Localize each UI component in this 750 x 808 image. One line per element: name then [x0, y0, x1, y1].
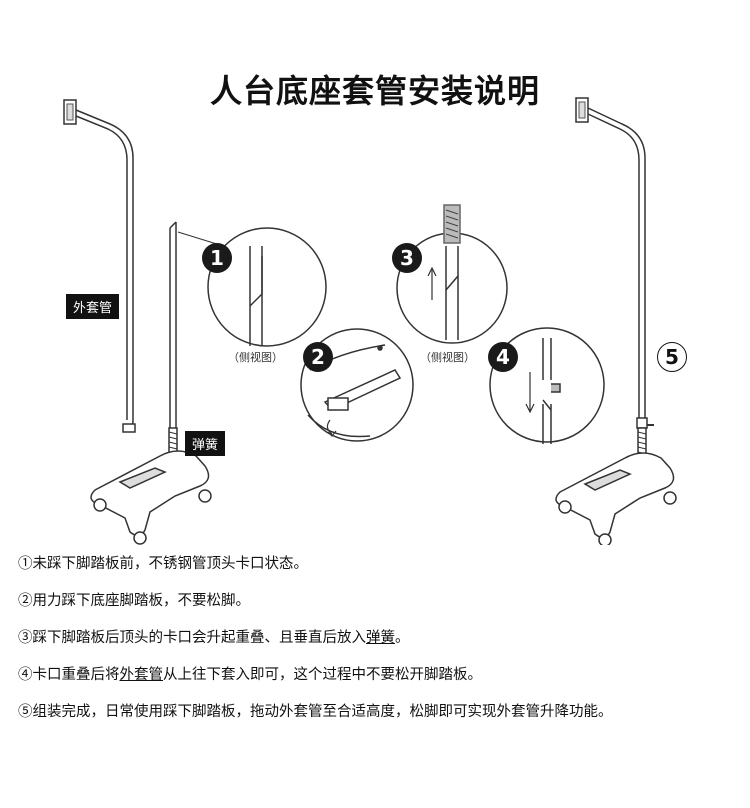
spring-label: 弹簧	[185, 431, 226, 456]
emphasis-spring: 弹簧	[366, 630, 395, 646]
outer-tube-label: 外套管	[66, 294, 120, 319]
outer-tube-left	[63, 99, 136, 433]
base-left	[90, 450, 212, 545]
instruction-step-4: ④卡口重叠后将外套管从上往下套入即可，这个过程中不要松开脚踏板。	[18, 667, 482, 683]
instruction-step-1: ①未踩下脚踏板前，不锈钢管顶头卡口状态。	[18, 556, 308, 572]
step-marker-4: 4	[488, 342, 518, 372]
step-marker-5: 5	[657, 342, 687, 372]
instruction-step-3: ③踩下脚踏板后顶头的卡口会升起重叠、且垂直后放入弹簧。	[18, 630, 410, 646]
detail-circle-3	[396, 204, 508, 344]
instruction-list: ①未踩下脚踏板前，不锈钢管顶头卡口状态。 ②用力踩下底座脚踏板，不要松脚。 ③踩…	[18, 555, 743, 740]
step-marker-2: 2	[303, 342, 333, 372]
detail-circle-4	[489, 327, 605, 444]
inner-rod-left	[168, 221, 178, 463]
emphasis-outer-tube: 外套管	[119, 667, 164, 683]
instruction-step-5: ⑤组装完成，日常使用踩下脚踏板，拖动外套管至合适高度，松脚即可实现外套管升降功能…	[18, 704, 613, 720]
assembled-stand-right	[555, 97, 677, 545]
side-view-caption-2: （侧视图）	[420, 351, 475, 364]
instruction-step-2: ②用力踩下底座脚踏板，不要松脚。	[18, 593, 250, 609]
detail-circle-1	[177, 227, 327, 347]
step-marker-1: 1	[202, 243, 232, 273]
step-marker-3: 3	[392, 243, 422, 273]
illustration	[63, 97, 677, 545]
page-title: 人台底座套管安装说明	[209, 72, 540, 110]
side-view-caption-1: （侧视图）	[228, 351, 283, 364]
